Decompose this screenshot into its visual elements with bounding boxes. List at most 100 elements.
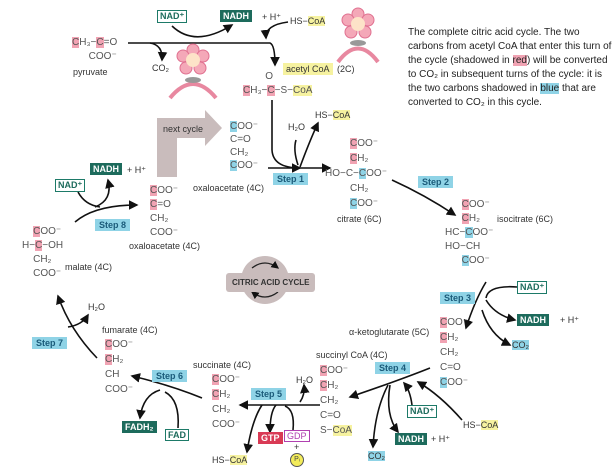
h-step3: + H⁺ xyxy=(560,315,580,325)
atom-text: CH₂ xyxy=(325,183,369,194)
hs-top: HS− xyxy=(290,16,308,26)
atom-highlight-red: C xyxy=(212,374,220,385)
arrow-step5-hscoa xyxy=(243,404,263,454)
hscoa-step5: HS−CoA xyxy=(212,455,248,465)
atom-highlight-red: C xyxy=(150,185,158,196)
atom-highlight-blue: C xyxy=(461,255,469,266)
atom-text: OO⁻ xyxy=(327,365,349,376)
pyruvate-label: pyruvate xyxy=(73,67,108,77)
atom-text: O xyxy=(243,71,274,82)
atom-highlight-red: C xyxy=(320,380,328,391)
atom-text: H₂ xyxy=(327,380,339,391)
next-cycle-label: next cycle xyxy=(163,124,204,134)
atom-text: H₂ xyxy=(112,354,124,365)
atom-text: COO⁻ xyxy=(105,384,134,395)
structure-line: CH₂ xyxy=(22,253,63,267)
h2o-step1: H₂O xyxy=(288,122,305,132)
atom-highlight-red: C xyxy=(267,85,275,96)
hs-step5: HS− xyxy=(212,455,230,465)
coa-step1: CoA xyxy=(332,110,351,120)
structure-line: COO⁻ xyxy=(440,315,468,330)
atom-text: HO−CH xyxy=(445,241,481,252)
structure-line: COO⁻ xyxy=(72,50,117,64)
nadh-step4: NADH xyxy=(395,433,427,445)
flower-icon-1 xyxy=(168,43,218,100)
atom-highlight-blue: C xyxy=(230,121,238,132)
h-step8: + H⁺ xyxy=(127,165,147,175)
atom-text: OO⁻ xyxy=(219,374,241,385)
structure-line: CH₂ xyxy=(230,146,258,159)
atom-text: OO⁻ xyxy=(237,160,259,171)
nadh-step3: NADH xyxy=(517,314,549,326)
atom-text xyxy=(325,153,350,164)
coa-step4: CoA xyxy=(480,420,499,430)
fumarate-label: fumarate (4C) xyxy=(102,325,158,335)
arrow-step3-co2 xyxy=(481,309,512,346)
arrow-step8-nadh xyxy=(94,178,115,208)
atom-text: OO⁻ xyxy=(447,317,469,328)
arrow-step8 xyxy=(74,200,139,223)
atom-text: CH₂ xyxy=(212,404,231,415)
structure-line: COO⁻ xyxy=(105,382,133,397)
arrow-step5-gtp xyxy=(265,404,277,434)
atom-text: CH₂ xyxy=(320,395,339,406)
arrow-step4-hscoa xyxy=(416,381,463,421)
arrow-step7-h2o xyxy=(67,313,89,328)
atom-text: OO⁻ xyxy=(112,339,134,350)
step-4: Step 4 xyxy=(375,362,411,374)
structure-line: C=O xyxy=(230,133,258,146)
structure-line: COO⁻ xyxy=(325,136,387,151)
atom-text: CH xyxy=(105,369,120,380)
arrow-h2o-in xyxy=(294,139,299,166)
atom-text: OO⁻ xyxy=(237,121,259,132)
atom-highlight-red: C xyxy=(96,37,104,48)
structure-line: COO⁻ xyxy=(150,184,178,198)
malate-label: malate (4C) xyxy=(65,262,113,272)
structure-line: O xyxy=(243,70,312,84)
atom-text: −S− xyxy=(274,85,293,96)
atom-highlight-yel: CoA xyxy=(292,85,313,96)
caption-segment: The complete citric acid cycle. The two … xyxy=(408,27,612,66)
caption-segment: that are converted to CO₂ in this cycle. xyxy=(408,83,596,108)
nad-step3: NAD⁺ xyxy=(517,281,548,294)
step-1: Step 1 xyxy=(273,173,309,185)
structure-line: CH₃−C=O xyxy=(72,36,117,50)
atom-text xyxy=(325,198,350,209)
coa-step5: CoA xyxy=(229,455,248,465)
atom-highlight-red: C xyxy=(105,339,113,350)
atom-text: OO⁻ xyxy=(40,226,62,237)
atom-text: H₂ xyxy=(357,153,369,164)
arrow-nadh xyxy=(171,24,234,38)
structure-line: COO⁻ xyxy=(212,372,240,387)
structure-line: HC−COO⁻ xyxy=(445,226,493,240)
next-cycle-arrow xyxy=(157,110,222,177)
nadh-top: NADH xyxy=(220,10,252,22)
atom-highlight-red: C xyxy=(350,153,358,164)
oxaloacetate-left-label: oxaloacetate (4C) xyxy=(129,241,201,251)
fad: FAD xyxy=(165,429,189,441)
succinate-label: succinate (4C) xyxy=(193,360,252,370)
atom-text: COO⁻ xyxy=(72,51,117,62)
atom-text xyxy=(445,255,462,266)
atom-highlight-red: C xyxy=(350,138,358,149)
structure-line: COO⁻ xyxy=(320,363,352,378)
succinyl-coa-label: succinyl CoA (4C) xyxy=(316,350,388,360)
fadh2: FADH₂ xyxy=(122,421,157,433)
structure-line: H−C−OH xyxy=(22,239,63,253)
atom-text: OO⁻ xyxy=(357,138,379,149)
caption-segment: ) will be converted to CO₂ in subsequent… xyxy=(408,55,608,94)
arrow-step4-nadh xyxy=(387,384,399,434)
structure-line: HO−C−COO⁻ xyxy=(325,166,387,181)
atom-text: H₂ xyxy=(219,389,231,400)
malate-structure: COO⁻H−C−OH CH₂ COO⁻ xyxy=(22,225,63,281)
gtp: GTP xyxy=(258,432,283,444)
cycle-arrow-top xyxy=(251,260,280,269)
arrow-pyruvate-to-acetyl xyxy=(128,42,280,67)
arrow-step8-nad xyxy=(77,191,101,208)
gdp: GDP xyxy=(284,430,310,442)
atom-highlight-red: C xyxy=(320,365,328,376)
structure-line: CH₂ xyxy=(320,393,352,408)
